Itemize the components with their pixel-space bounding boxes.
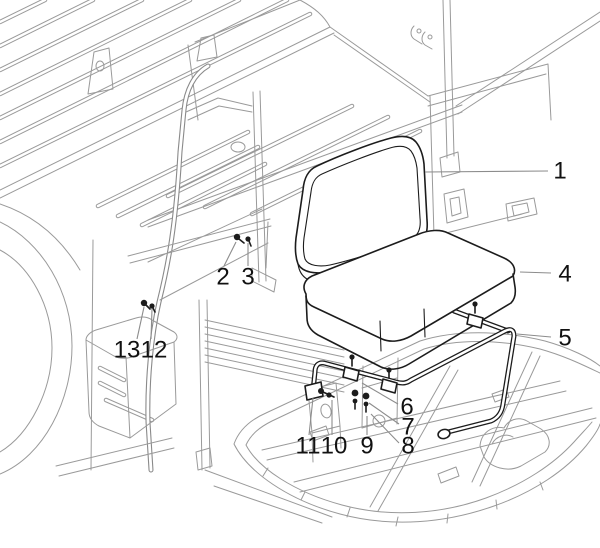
callout-leader-6 xyxy=(361,382,399,405)
roll-bar xyxy=(410,0,600,178)
rear-wheel xyxy=(0,203,94,475)
seat-cushion xyxy=(303,229,517,370)
deck-cap xyxy=(230,141,246,153)
sill-step xyxy=(55,437,213,477)
callout-label-10: 10 xyxy=(321,433,348,460)
screws-2-3 xyxy=(233,233,252,247)
support-post xyxy=(251,90,277,293)
callout-leader-1 xyxy=(424,170,549,173)
callout-leader-13 xyxy=(136,306,145,340)
bolt-hardware-cluster xyxy=(351,389,370,413)
floor-platform xyxy=(233,332,600,527)
callout-label-11: 11 xyxy=(296,433,321,460)
seat-frame-tube xyxy=(304,327,517,440)
callout-label-3: 3 xyxy=(241,264,254,291)
callout-label-9: 9 xyxy=(360,433,373,460)
callout-leader-2 xyxy=(223,241,237,267)
callout-label-4: 4 xyxy=(558,261,571,288)
callout-leader-12 xyxy=(150,308,153,340)
callout-label-12: 12 xyxy=(141,337,168,364)
callout-label-13: 13 xyxy=(114,337,141,364)
bed-brackets xyxy=(87,34,218,95)
callout-label-6: 6 xyxy=(400,394,413,421)
callout-leader-11 xyxy=(308,397,314,436)
frame-end-bolts xyxy=(318,388,335,398)
tube-clamps xyxy=(342,301,484,394)
seat-backrest xyxy=(294,135,429,280)
bracket-hole xyxy=(95,60,105,72)
screws-12-13 xyxy=(140,299,156,313)
understructure xyxy=(127,208,333,524)
callout-label-7: 7 xyxy=(401,414,414,441)
callout-label-5: 5 xyxy=(558,325,571,352)
callout-leader-4 xyxy=(519,271,552,274)
storage-box xyxy=(85,316,178,439)
callout-label-1: 1 xyxy=(553,158,566,185)
callout-leader-5 xyxy=(516,333,552,338)
rear-bulkhead-panel xyxy=(427,63,552,237)
frame-flange xyxy=(304,381,324,401)
seat-parts xyxy=(140,135,517,440)
callout-label-8: 8 xyxy=(401,433,414,460)
callout-label-2: 2 xyxy=(216,264,229,291)
callout-leader-8 xyxy=(370,413,400,444)
frame-foot xyxy=(437,428,451,440)
rear-hoop-tube xyxy=(145,63,253,473)
rear-slat-panel xyxy=(198,299,345,471)
callout-leader-7 xyxy=(368,402,400,425)
